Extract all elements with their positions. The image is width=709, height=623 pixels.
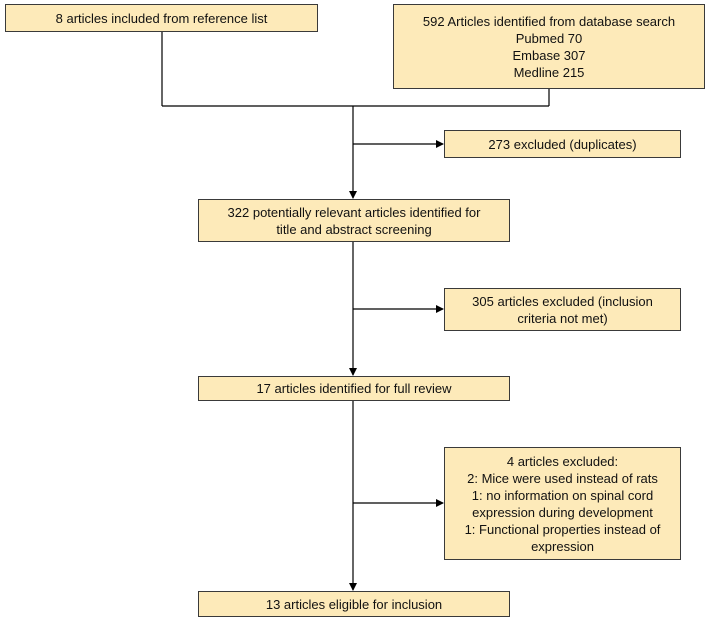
four-excluded-reason-functional-2: expression (531, 538, 594, 554)
medline-count: Medline 215 (513, 64, 585, 80)
reference-list-text: 8 articles included from reference list (55, 10, 268, 26)
eligible-text: 13 articles eligible for inclusion (265, 596, 443, 612)
inclusion-criteria-excluded-box: 305 articles excluded (inclusion criteri… (444, 288, 681, 331)
database-search-box: 592 Articles identified from database se… (393, 4, 705, 89)
duplicates-excluded-text: 273 excluded (duplicates) (488, 136, 637, 152)
four-excluded-reason-spinal-1: 1: no information on spinal cord (471, 487, 654, 503)
database-search-text: 592 Articles identified from database se… (422, 13, 676, 29)
embase-count: Embase 307 (512, 47, 586, 63)
screening-text-line-2: title and abstract screening (276, 221, 432, 237)
four-excluded-reason-spinal-2: expression during development (472, 504, 653, 520)
reference-list-box: 8 articles included from reference list (5, 4, 318, 32)
four-excluded-reason-mice: 2: Mice were used instead of rats (467, 470, 658, 486)
pubmed-count: Pubmed 70 (515, 30, 583, 46)
screening-box: 322 potentially relevant articles identi… (198, 199, 510, 242)
full-review-box: 17 articles identified for full review (198, 376, 510, 401)
duplicates-excluded-box: 273 excluded (duplicates) (444, 130, 681, 158)
four-excluded-box: 4 articles excluded: 2: Mice were used i… (444, 447, 681, 560)
eligible-box: 13 articles eligible for inclusion (198, 591, 510, 617)
inclusion-excluded-line-1: 305 articles excluded (inclusion (472, 293, 653, 309)
four-excluded-reason-functional-1: 1: Functional properties instead of (464, 521, 661, 537)
full-review-text: 17 articles identified for full review (256, 381, 452, 396)
screening-text-line-1: 322 potentially relevant articles identi… (227, 204, 481, 220)
four-excluded-heading: 4 articles excluded: (506, 453, 619, 469)
inclusion-excluded-line-2: criteria not met) (517, 310, 608, 326)
